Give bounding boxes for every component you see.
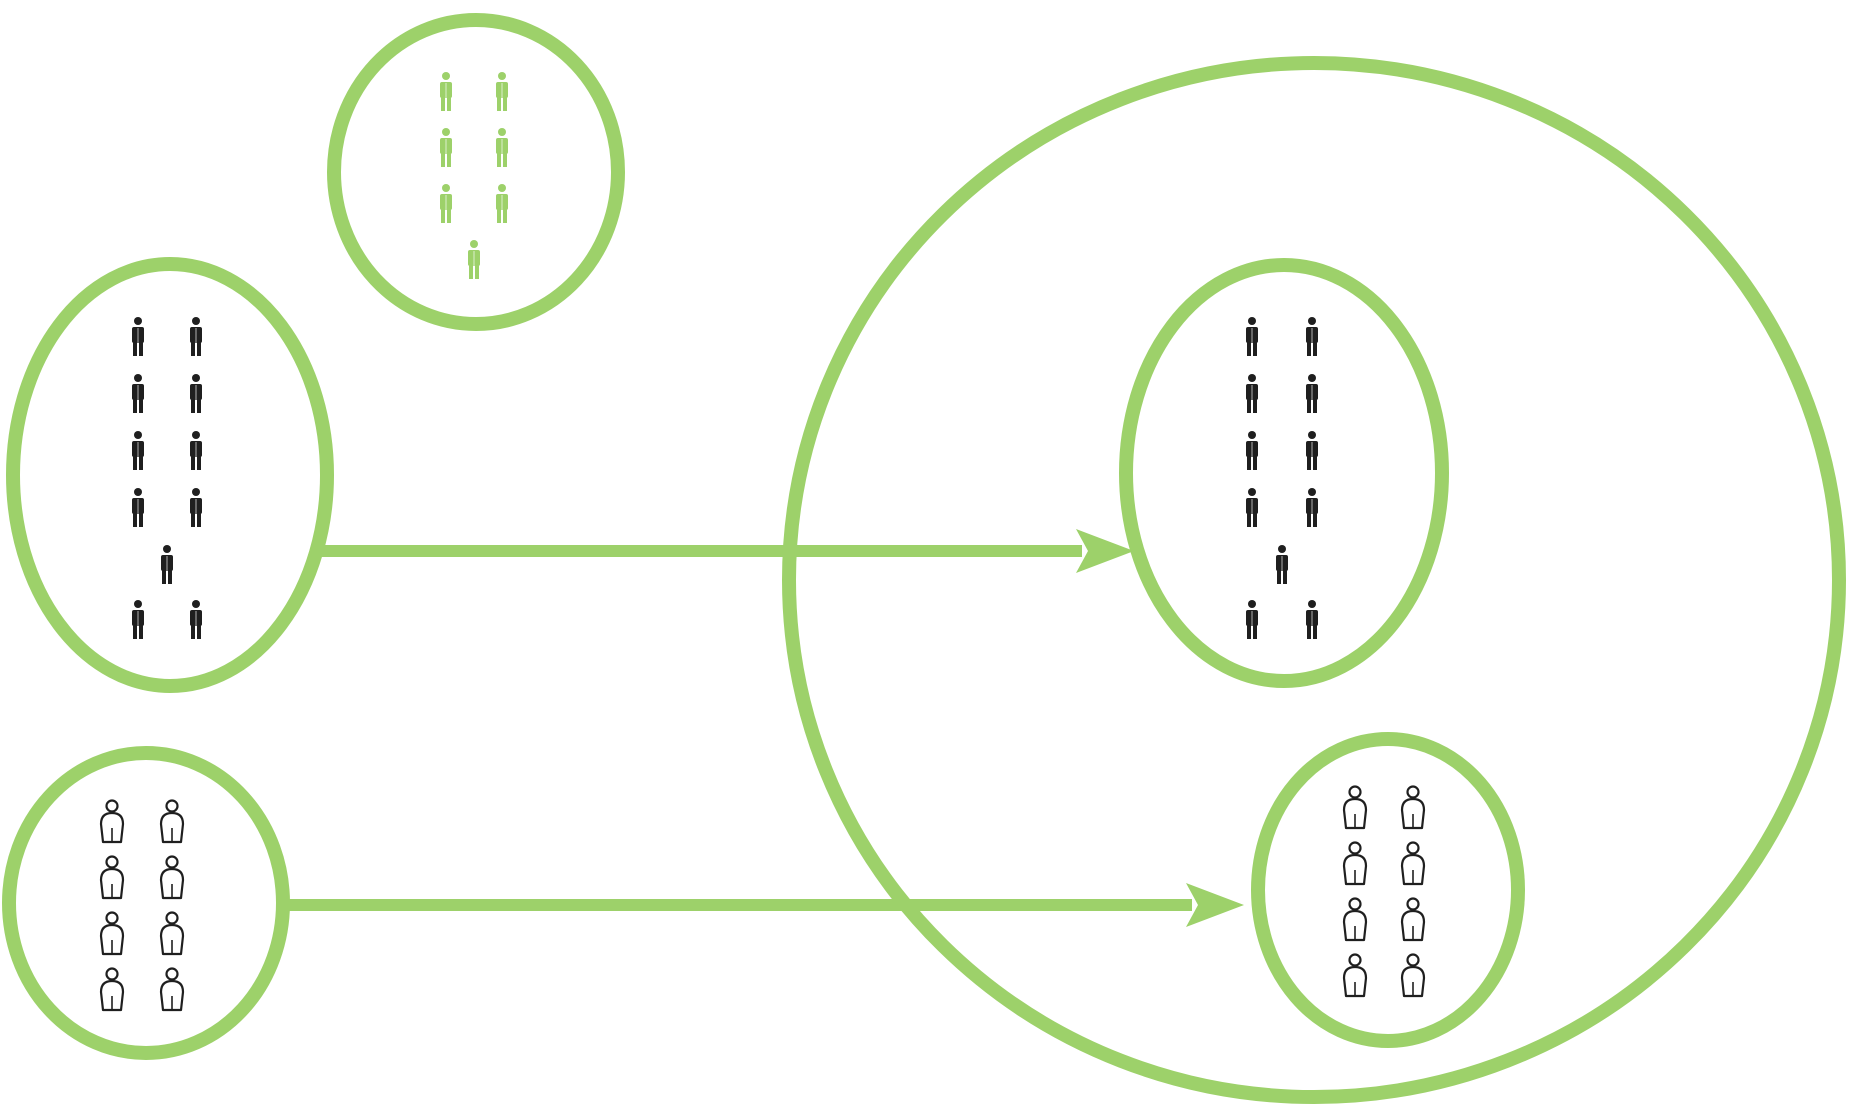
person-icon <box>440 184 452 223</box>
person-outline-icon <box>1400 953 1426 998</box>
person-icon <box>190 488 202 527</box>
arrow-light-head <box>1186 883 1244 927</box>
person-outline-icon <box>1342 841 1368 886</box>
person-icon <box>132 431 144 470</box>
arrow-dark <box>322 529 1134 573</box>
light-group-right-outline <box>1251 732 1525 1048</box>
person-icon <box>1306 317 1318 356</box>
person-icon <box>190 600 202 639</box>
figures <box>99 72 1426 1012</box>
arrows <box>286 529 1244 927</box>
person-icon <box>1246 488 1258 527</box>
person-outline-icon <box>1400 785 1426 830</box>
person-icon <box>1246 600 1258 639</box>
person-icon <box>1246 374 1258 413</box>
group-outlines <box>2 13 1846 1104</box>
dark-group-right-outline <box>1119 258 1449 688</box>
container-group-outline <box>782 56 1846 1104</box>
person-icon <box>1306 431 1318 470</box>
person-icon <box>1246 317 1258 356</box>
person-outline-icon <box>1400 841 1426 886</box>
arrow-dark-head <box>1076 529 1134 573</box>
person-icon <box>1246 431 1258 470</box>
person-icon <box>132 600 144 639</box>
person-icon <box>132 317 144 356</box>
person-icon <box>496 128 508 167</box>
person-icon <box>132 488 144 527</box>
person-icon <box>190 431 202 470</box>
person-icon <box>190 374 202 413</box>
light-group-left-outline <box>2 746 290 1060</box>
person-icon <box>440 72 452 111</box>
person-icon <box>161 545 173 584</box>
person-icon <box>496 72 508 111</box>
green-group-figures <box>440 72 508 279</box>
person-outline-icon <box>159 799 185 844</box>
person-outline-icon <box>159 911 185 956</box>
person-icon <box>190 317 202 356</box>
person-outline-icon <box>159 967 185 1012</box>
green-group-outline <box>327 13 625 331</box>
dark-group-right-figures <box>1246 317 1318 639</box>
person-icon <box>1306 374 1318 413</box>
arrow-light <box>286 883 1244 927</box>
person-outline-icon <box>99 967 125 1012</box>
dark-group-left-figures <box>132 317 202 639</box>
person-outline-icon <box>99 855 125 900</box>
person-icon <box>1276 545 1288 584</box>
person-outline-icon <box>99 799 125 844</box>
person-icon <box>440 128 452 167</box>
person-icon <box>1306 600 1318 639</box>
person-outline-icon <box>99 911 125 956</box>
person-outline-icon <box>1342 897 1368 942</box>
light-group-right-figures <box>1342 785 1426 998</box>
person-icon <box>468 240 480 279</box>
person-icon <box>496 184 508 223</box>
person-icon <box>132 374 144 413</box>
person-outline-icon <box>1400 897 1426 942</box>
dark-group-left-outline <box>6 257 334 693</box>
person-icon <box>1306 488 1318 527</box>
person-outline-icon <box>1342 953 1368 998</box>
light-group-left-figures <box>99 799 185 1012</box>
person-outline-icon <box>1342 785 1368 830</box>
person-outline-icon <box>159 855 185 900</box>
